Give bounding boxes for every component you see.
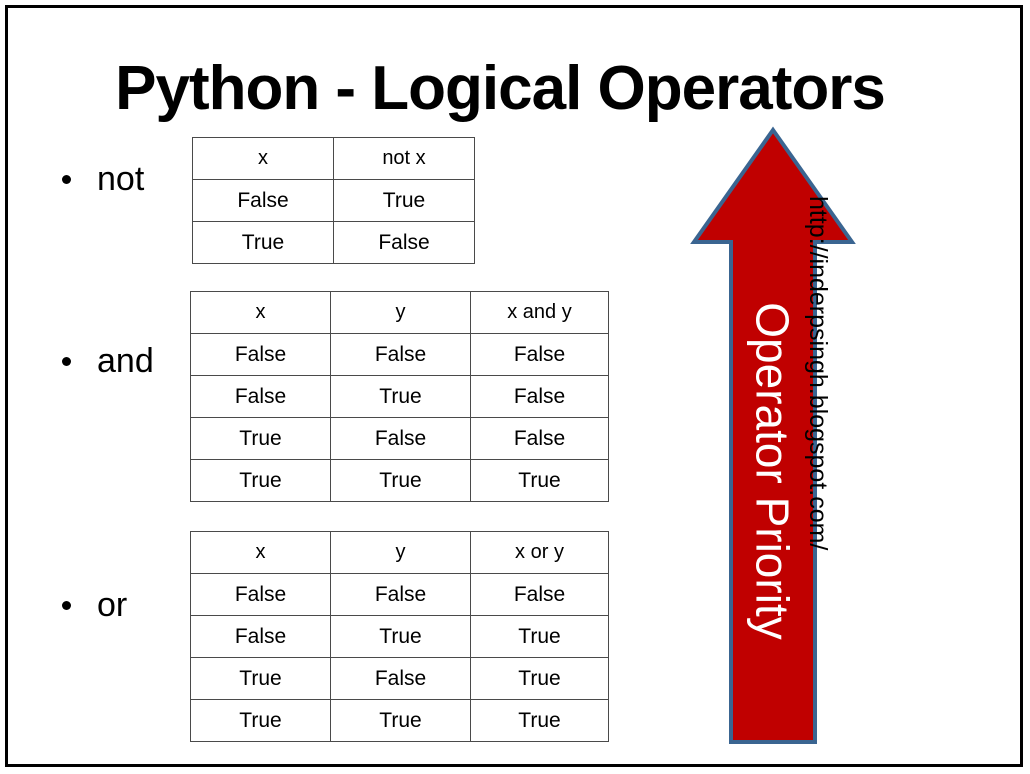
table-header-cell: x and y [470, 291, 609, 334]
table-header-cell: y [330, 291, 471, 334]
table-cell: True [330, 459, 471, 502]
table-row: True True True [190, 699, 609, 742]
table-header-row: x y x and y [190, 291, 609, 334]
table-cell: False [190, 333, 331, 376]
bullet-dot-icon [62, 357, 71, 366]
table-row: True True True [190, 459, 609, 502]
table-cell: False [470, 573, 609, 616]
bullet-label-and: and [97, 342, 154, 380]
operator-priority-arrow: Operator Priority [688, 126, 858, 746]
table-row: True False False [190, 417, 609, 460]
bullet-item-not: not [62, 160, 144, 199]
table-header-cell: x or y [470, 531, 609, 574]
blog-url-watermark: http://inderpsingh.blogspot.com/ [804, 196, 832, 551]
table-cell: False [333, 221, 475, 264]
table-cell: True [470, 657, 609, 700]
table-cell: False [330, 333, 471, 376]
bullet-item-and: and [62, 342, 154, 381]
table-cell: False [470, 333, 609, 376]
table-cell: False [330, 573, 471, 616]
table-header-cell: x [190, 531, 331, 574]
truth-table-not: x not x False True True False [192, 137, 475, 264]
table-header-row: x not x [192, 137, 475, 180]
truth-table-or: x y x or y False False False False True … [190, 531, 609, 742]
table-cell: False [192, 179, 334, 222]
truth-table-and: x y x and y False False False False True… [190, 291, 609, 502]
table-row: False False False [190, 333, 609, 376]
table-cell: True [192, 221, 334, 264]
table-row: True False True [190, 657, 609, 700]
table-cell: False [470, 417, 609, 460]
table-row: False True [192, 179, 475, 222]
up-arrow-icon [690, 126, 856, 744]
table-cell: True [330, 375, 471, 418]
table-header-cell: y [330, 531, 471, 574]
bullet-item-or: or [62, 586, 127, 625]
table-row: False True False [190, 375, 609, 418]
table-cell: False [190, 573, 331, 616]
table-row: False True True [190, 615, 609, 658]
table-cell: True [190, 417, 331, 460]
table-cell: True [190, 459, 331, 502]
table-cell: True [190, 699, 331, 742]
table-cell: False [330, 417, 471, 460]
table-row: True False [192, 221, 475, 264]
table-cell: True [470, 699, 609, 742]
table-cell: True [333, 179, 475, 222]
table-cell: False [470, 375, 609, 418]
table-cell: False [190, 375, 331, 418]
table-row: False False False [190, 573, 609, 616]
table-cell: True [190, 657, 331, 700]
table-header-row: x y x or y [190, 531, 609, 574]
bullet-label-not: not [97, 160, 145, 198]
table-cell: True [470, 615, 609, 658]
table-header-cell: not x [333, 137, 475, 180]
table-header-cell: x [192, 137, 334, 180]
table-cell: True [330, 699, 471, 742]
bullet-dot-icon [62, 601, 71, 610]
page-title: Python - Logical Operators [115, 54, 886, 123]
table-header-cell: x [190, 291, 331, 334]
bullet-label-or: or [97, 586, 128, 624]
table-cell: False [190, 615, 331, 658]
table-cell: True [470, 459, 609, 502]
bullet-dot-icon [62, 175, 71, 184]
table-cell: True [330, 615, 471, 658]
table-cell: False [330, 657, 471, 700]
